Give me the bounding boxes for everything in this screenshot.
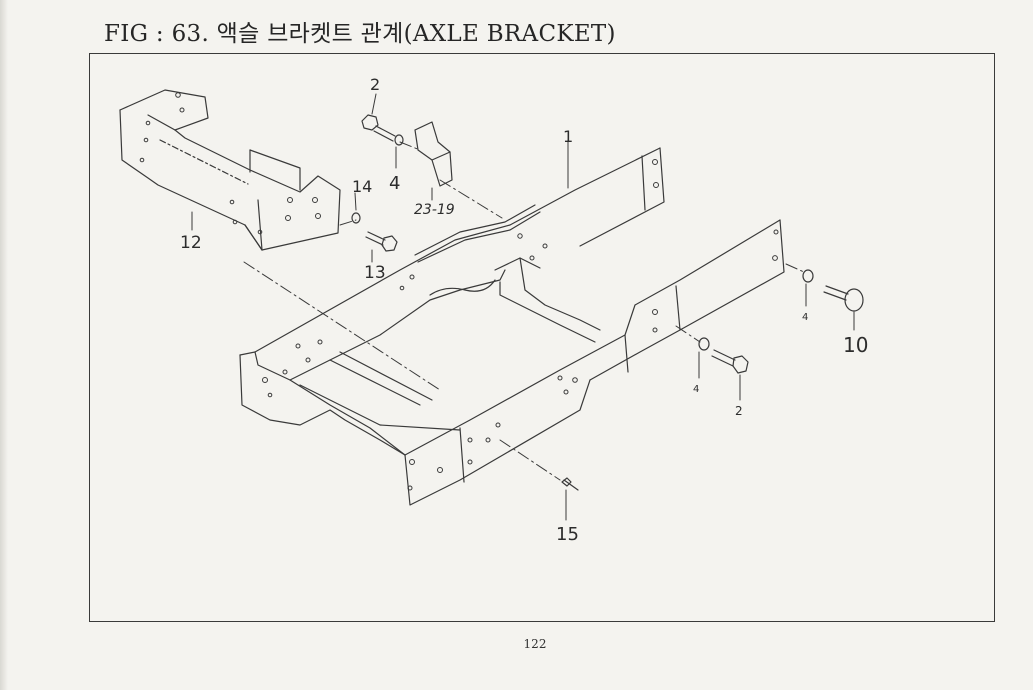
callout-bolt-left: 13	[364, 263, 386, 283]
bolt-lower	[711, 349, 749, 374]
callout-frame: 1	[563, 127, 573, 146]
leader-lines	[191, 93, 855, 521]
callout-bolt-top: 2	[370, 75, 380, 94]
main-frame-part	[239, 147, 785, 506]
washer-left	[351, 212, 361, 224]
washer-right	[802, 269, 814, 283]
small-bracket-part	[414, 121, 453, 187]
bolt-top	[361, 114, 396, 142]
callout-washer-top: 4	[389, 173, 400, 194]
bracket-holes	[139, 92, 321, 235]
screw-front	[561, 477, 579, 491]
washer-lower	[698, 337, 710, 351]
callout-labels: 1 2 4 23-19 14 13 12 4 10 4 2 15	[180, 75, 868, 545]
callout-washer-right: 4	[802, 312, 808, 323]
callout-bolt-right: 10	[843, 333, 868, 357]
page-title: FIG : 63. 액슬 브라켓트 관계(AXLE BRACKET)	[104, 21, 616, 47]
phantom-lines	[243, 141, 805, 481]
axle-bracket-part	[119, 89, 341, 251]
mounting-holes	[262, 159, 779, 491]
callout-bracket-small: 23-19	[414, 202, 455, 218]
bolt-right	[823, 285, 864, 312]
callout-bolt-lower: 2	[735, 404, 743, 418]
callout-axle-bracket: 12	[180, 233, 202, 253]
washer-top	[394, 134, 404, 146]
callout-washer-left: 14	[352, 177, 372, 196]
scan-edge-shadow	[0, 0, 8, 690]
diagram-frame	[89, 53, 995, 622]
callout-washer-lower: 4	[693, 384, 699, 395]
page-number: 122	[523, 637, 547, 651]
bolt-left	[365, 231, 398, 252]
callout-screw-front: 15	[556, 524, 579, 545]
